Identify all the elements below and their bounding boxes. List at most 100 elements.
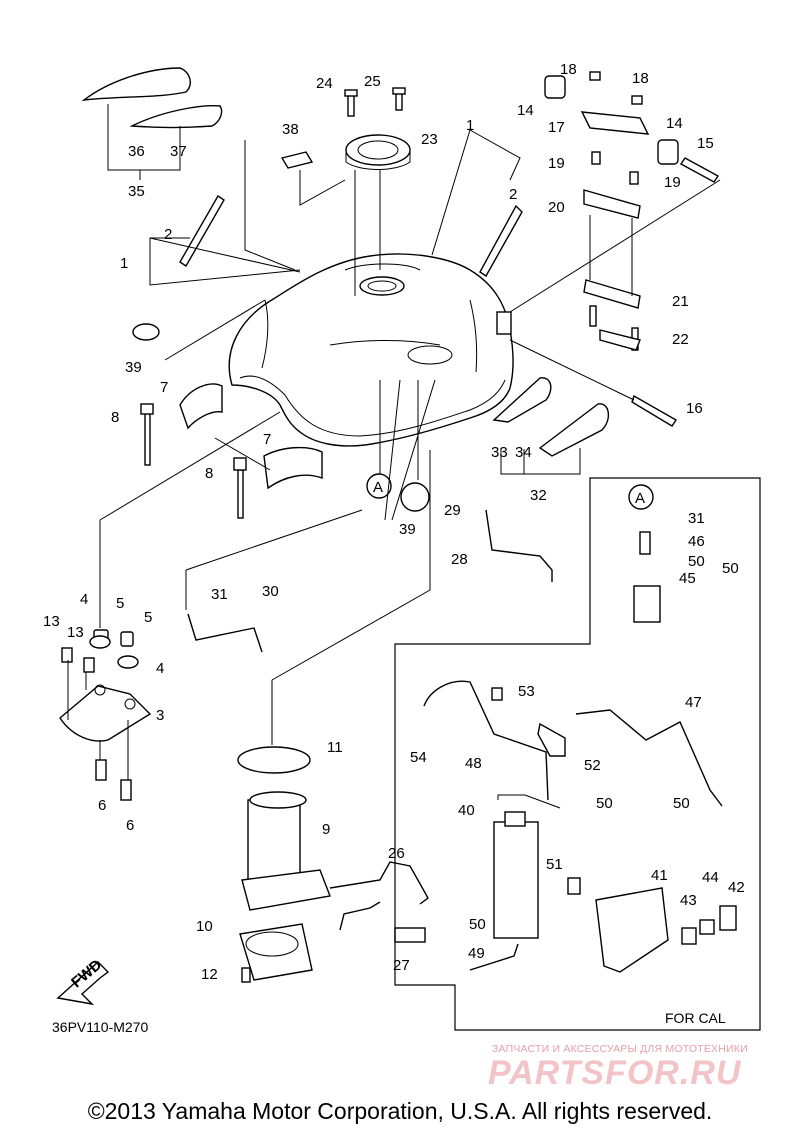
part-label: 17 <box>548 119 565 136</box>
part-label: 19 <box>548 155 565 172</box>
part-label: 14 <box>517 102 534 119</box>
part-label: 1 <box>120 255 128 272</box>
part-label: 15 <box>697 135 714 152</box>
part-label: 53 <box>518 683 535 700</box>
hose-30 <box>187 613 263 653</box>
part-label: 24 <box>316 75 333 92</box>
decal-left <box>179 195 225 267</box>
part-label: 43 <box>680 892 697 909</box>
part-label: 7 <box>263 431 271 448</box>
part-label: 50 <box>688 553 705 570</box>
part-label: 21 <box>672 293 689 310</box>
tank-protector <box>179 383 323 490</box>
cable-tie-1 <box>144 409 151 466</box>
side-panel-34 <box>538 403 609 457</box>
part-label: 2 <box>509 186 517 203</box>
part-label: 45 <box>679 570 696 587</box>
part-label: 28 <box>451 551 468 568</box>
part-label: 39 <box>399 521 416 538</box>
ref-marker-a-2 <box>628 484 654 510</box>
part-label: 54 <box>410 749 427 766</box>
ref-marker-a-1 <box>366 473 392 499</box>
part-label: 13 <box>43 613 60 630</box>
part-label: 20 <box>548 199 565 216</box>
copyright-notice: ©2013 Yamaha Motor Corporation, U.S.A. A… <box>87 1098 713 1124</box>
part-label: 46 <box>688 533 705 550</box>
part-label: 50 <box>469 916 486 933</box>
emblem-39b <box>400 482 430 512</box>
watermark-logo: PARTSFOR.RU <box>488 1054 742 1092</box>
fwd-arrow: FWD <box>56 956 110 1006</box>
part-label: 32 <box>530 487 547 504</box>
part-label: 41 <box>651 867 668 884</box>
part-label: 7 <box>160 379 168 396</box>
part-label: 30 <box>262 583 279 600</box>
side-cover-upper <box>81 67 223 129</box>
part-label: 19 <box>664 174 681 191</box>
bracket-assembly <box>544 71 720 427</box>
part-label: 6 <box>126 817 134 834</box>
part-label: 49 <box>468 945 485 962</box>
part-label: 35 <box>128 183 145 200</box>
fuel-cap-assembly <box>280 87 411 170</box>
part-label: 10 <box>196 918 213 935</box>
part-label: 18 <box>560 61 577 78</box>
coupler-27 <box>394 927 426 943</box>
part-label: 39 <box>125 359 142 376</box>
fuel-pump <box>237 746 331 983</box>
part-label: 5 <box>144 609 152 626</box>
part-label: 51 <box>546 856 563 873</box>
part-label: 5 <box>116 595 124 612</box>
part-label: 8 <box>205 465 213 482</box>
part-label: 36 <box>128 143 145 160</box>
hose-28 <box>485 509 553 582</box>
part-label: 22 <box>672 331 689 348</box>
fuel-tank <box>228 253 514 447</box>
part-label: 40 <box>458 802 475 819</box>
part-label: 52 <box>584 757 601 774</box>
emblem-39 <box>132 323 160 341</box>
part-label: 42 <box>728 879 745 896</box>
part-label: 31 <box>211 586 228 603</box>
part-label: 33 <box>491 444 508 461</box>
part-label: 50 <box>596 795 613 812</box>
part-label: 14 <box>666 115 683 132</box>
ref-marker-a-2-text: A <box>635 490 645 507</box>
canister-assembly <box>423 531 737 973</box>
part-label: 3 <box>156 707 164 724</box>
part-label: 11 <box>327 739 343 756</box>
part-label: 26 <box>388 845 405 862</box>
part-label: 6 <box>98 797 106 814</box>
for-cal-label: FOR CAL <box>665 1010 726 1026</box>
part-label: 23 <box>421 131 438 148</box>
part-label: 12 <box>201 966 218 983</box>
cable-tie-1-head <box>140 403 154 415</box>
part-label: 34 <box>515 444 532 461</box>
part-label: 31 <box>688 510 705 527</box>
part-label: 16 <box>686 400 703 417</box>
part-label: 4 <box>80 591 88 608</box>
cable-tie-2-head <box>233 457 247 471</box>
part-label: 50 <box>673 795 690 812</box>
leader-lines <box>67 104 721 809</box>
decal-right <box>479 204 523 278</box>
side-panel-33 <box>492 377 552 423</box>
part-label: 13 <box>67 624 84 641</box>
part-label: 4 <box>156 660 164 677</box>
lead-26b <box>339 901 381 931</box>
part-label: 37 <box>170 143 187 160</box>
catalog-code: 36PV110-M270 <box>52 1019 149 1035</box>
part-label: 18 <box>632 70 649 87</box>
part-label: 47 <box>685 694 702 711</box>
part-label: 9 <box>322 821 330 838</box>
part-label: 48 <box>465 755 482 772</box>
part-label: 25 <box>364 73 381 90</box>
cable-tie-2 <box>237 469 244 519</box>
part-label: 27 <box>393 957 410 974</box>
part-label: 29 <box>444 502 461 519</box>
part-labels: 1 1 2 2 3 4 4 5 5 6 6 7 7 8 8 9 10 11 12… <box>43 61 745 983</box>
part-label: 38 <box>282 121 299 138</box>
mount-bracket <box>59 629 152 801</box>
lead-26 <box>329 861 429 905</box>
